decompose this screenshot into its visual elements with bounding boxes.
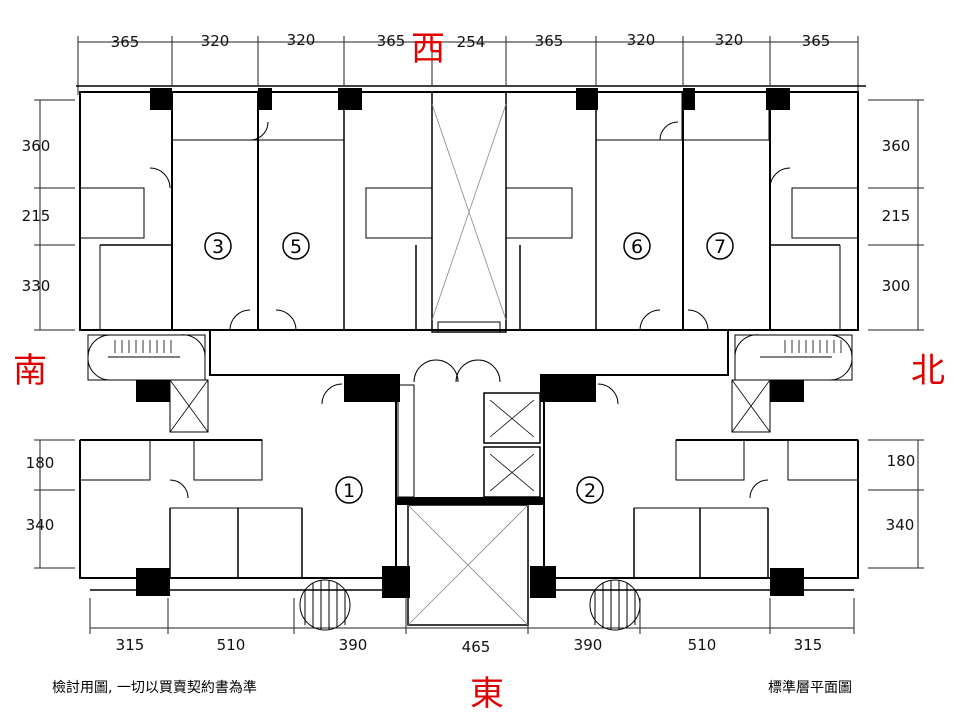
bottom-dim-4: 465 bbox=[462, 638, 491, 656]
unit-circle-2 bbox=[576, 476, 604, 504]
direction-south: 南 bbox=[13, 351, 47, 391]
unit-circle-3 bbox=[204, 232, 232, 260]
right-dim-4: 180 bbox=[887, 452, 916, 470]
top-dim-6: 365 bbox=[535, 32, 564, 50]
unit-number-1: 1 bbox=[343, 480, 355, 502]
unit-circle-7 bbox=[706, 232, 734, 260]
bottom-dim-7: 315 bbox=[794, 636, 823, 654]
bottom-dim-6: 510 bbox=[688, 636, 717, 654]
unit-circle-1 bbox=[335, 476, 363, 504]
plan-title: 標準層平面圖 bbox=[768, 680, 852, 696]
columns bbox=[136, 88, 804, 598]
top-dim-4: 365 bbox=[377, 32, 406, 50]
right-dim-3: 300 bbox=[882, 277, 911, 295]
top-dim-3: 320 bbox=[287, 31, 316, 49]
direction-east: 東 bbox=[470, 674, 504, 714]
bottom-dimensions: 315 510 390 465 390 510 315 bbox=[116, 636, 823, 656]
top-dim-5: 254 bbox=[457, 33, 486, 51]
bottom-dim-1: 315 bbox=[116, 636, 145, 654]
disclaimer-note: 檢討用圖, 一切以買賣契約書為準 bbox=[52, 679, 257, 696]
dimension-lines bbox=[34, 36, 924, 634]
left-dimensions: 360 215 330 180 340 bbox=[22, 137, 55, 534]
top-dim-1: 365 bbox=[111, 33, 140, 51]
top-dim-2: 320 bbox=[201, 32, 230, 50]
unit-number-2: 2 bbox=[584, 480, 596, 502]
left-dim-4: 180 bbox=[26, 454, 55, 472]
balconies bbox=[299, 579, 641, 631]
unit-labels: 3 5 6 7 1 2 bbox=[204, 232, 734, 504]
left-dim-2: 215 bbox=[22, 207, 51, 225]
bottom-dim-2: 510 bbox=[217, 636, 246, 654]
right-dimensions: 360 215 300 180 340 bbox=[882, 137, 916, 534]
top-dim-7: 320 bbox=[627, 31, 656, 49]
unit-number-6: 6 bbox=[631, 236, 643, 258]
right-dim-1: 360 bbox=[882, 137, 911, 155]
unit-number-7: 7 bbox=[714, 236, 726, 258]
top-dim-9: 365 bbox=[802, 32, 831, 50]
direction-west: 西 bbox=[411, 29, 445, 69]
left-dim-5: 340 bbox=[26, 516, 55, 534]
stairs bbox=[87, 334, 853, 381]
unit-circle-5 bbox=[282, 232, 310, 260]
top-dim-8: 320 bbox=[715, 31, 744, 49]
left-dim-1: 360 bbox=[22, 137, 51, 155]
right-dim-5: 340 bbox=[886, 516, 915, 534]
left-dim-3: 330 bbox=[22, 277, 51, 295]
stair-treads bbox=[114, 340, 842, 353]
walls bbox=[76, 85, 866, 626]
bottom-dim-5: 390 bbox=[574, 636, 603, 654]
top-dimensions: 365 320 320 365 254 365 320 320 365 bbox=[111, 31, 831, 51]
unit-number-3: 3 bbox=[212, 236, 224, 258]
unit-number-5: 5 bbox=[290, 236, 302, 258]
bottom-dim-3: 390 bbox=[339, 636, 368, 654]
unit-circle-6 bbox=[623, 232, 651, 260]
right-dim-2: 215 bbox=[882, 207, 911, 225]
direction-north: 北 bbox=[911, 351, 945, 391]
